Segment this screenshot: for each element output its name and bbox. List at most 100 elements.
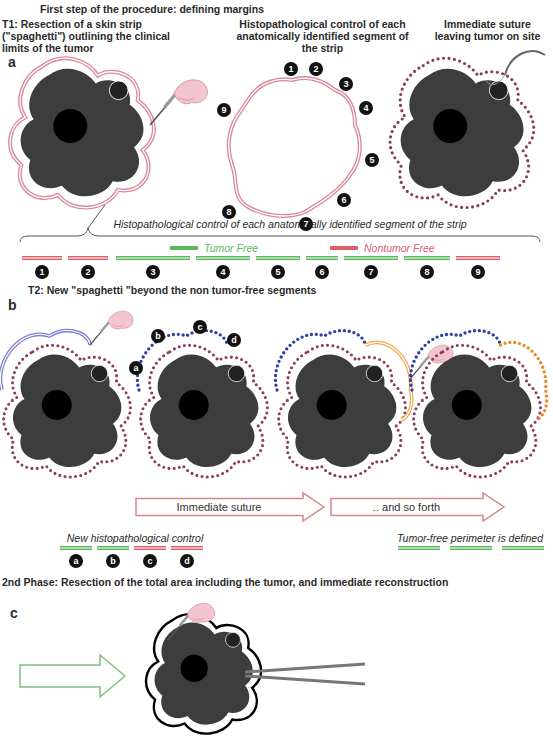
phase-arrow: [20, 655, 125, 697]
callout-text: a: [129, 361, 143, 375]
legend-swatch: [330, 246, 358, 250]
legend-item: Tumor Free: [170, 242, 258, 254]
callout-text: b: [106, 554, 120, 568]
callout-number: 3: [339, 77, 353, 91]
callout-number: 8: [222, 205, 236, 219]
callout-number: d: [180, 554, 194, 568]
pointer-line: [88, 205, 105, 228]
callout-text: d: [180, 554, 194, 568]
sutured-tumor: [390, 58, 534, 207]
brace: [20, 228, 540, 242]
forceps: [245, 664, 365, 672]
segment-bars: [58, 546, 546, 550]
step-heading: Histopathological control of each anatom…: [235, 18, 410, 54]
legend-text: Tumor Free: [204, 242, 258, 254]
callout-text: 5: [365, 153, 379, 167]
step-drawing: [137, 331, 267, 477]
callout-text: 3: [339, 77, 353, 91]
callout-number: 6: [337, 193, 351, 207]
arrow-shape: [136, 493, 324, 521]
note: Tumor-free perimeter is defined: [390, 532, 550, 544]
callout-text: 8: [222, 205, 236, 219]
callout-text: 6: [337, 193, 351, 207]
step-heading: T1: Resection of a skin strip ("spaghett…: [2, 18, 177, 54]
callout-number: 8: [420, 265, 434, 279]
callout-number: a: [69, 554, 83, 568]
callout-number: c: [193, 320, 207, 334]
legend-text: Nontumor Free: [364, 242, 435, 254]
suture-needle: [505, 51, 545, 75]
callout-number: 2: [81, 265, 95, 279]
callout-text: 9: [471, 265, 485, 279]
callout-text: 1: [284, 62, 298, 76]
callout-text: 7: [364, 265, 378, 279]
suture-line: [390, 58, 534, 207]
callout-number: 4: [359, 101, 373, 115]
step-drawing: [0, 331, 130, 477]
callout-text: d: [227, 333, 241, 347]
callout-number: 6: [315, 265, 329, 279]
panel-letter: a: [8, 55, 16, 70]
callout-number: 1: [284, 62, 298, 76]
arrow-text: Immediate suture: [135, 492, 303, 522]
note: New histopathological control: [40, 532, 230, 544]
skin-strip: [10, 58, 154, 207]
suture-thread: [485, 75, 505, 85]
step-heading: 2nd Phase: Resection of the total area i…: [2, 576, 522, 588]
arrow-text: .. and so forth: [330, 492, 483, 522]
callout-text: b: [151, 329, 165, 343]
step-drawing: [275, 331, 411, 477]
callout-text: a: [69, 554, 83, 568]
diagram-title: First step of the procedure: defining ma…: [40, 3, 520, 15]
panel-letter: b: [8, 298, 17, 313]
step-heading: T2: New "spaghetti "beyond the non tumor…: [28, 284, 448, 296]
callout-text: 9: [217, 103, 231, 117]
tumor-with-strip: [10, 58, 154, 207]
callout-number: 7: [364, 265, 378, 279]
callout-text: 2: [309, 62, 323, 76]
callout-number: 4: [216, 265, 230, 279]
scalpel-hand: [90, 311, 133, 345]
callout-text: 7: [299, 217, 313, 231]
callout-number: c: [143, 554, 157, 568]
scalpel-hand: [150, 80, 207, 125]
callout-number: b: [106, 554, 120, 568]
callout-number: 2: [309, 62, 323, 76]
forceps: [245, 676, 365, 684]
callout-number: d: [227, 333, 241, 347]
excised-strip: [229, 78, 360, 216]
final-excision: [146, 614, 261, 733]
callout-number: 9: [471, 265, 485, 279]
callout-text: 1: [35, 265, 49, 279]
callout-number: 5: [271, 265, 285, 279]
note: Histopathological control of each anatom…: [40, 218, 540, 230]
callout-number: 9: [217, 103, 231, 117]
callout-number: 3: [146, 265, 160, 279]
callout-text: 4: [359, 101, 373, 115]
segment-bars: [20, 256, 502, 260]
panel-letter: c: [10, 606, 18, 621]
tumor: [401, 69, 524, 197]
arrow-shape: [331, 493, 504, 521]
callout-number: 5: [365, 153, 379, 167]
skin-strip-gap: [10, 58, 154, 207]
callout-number: 1: [35, 265, 49, 279]
legend-item: Nontumor Free: [330, 242, 435, 254]
excised-strip-gap: [229, 78, 360, 216]
callout-text: 6: [315, 265, 329, 279]
callout-text: c: [193, 320, 207, 334]
step-drawing: [410, 331, 546, 477]
flow-arrow: Immediate suture: [135, 492, 325, 522]
legend-swatch: [170, 246, 198, 250]
step-heading: Immediate suture leaving tumor on site: [425, 18, 550, 42]
callout-text: 5: [271, 265, 285, 279]
callout-number: b: [151, 329, 165, 343]
scalpel-hand: [168, 603, 215, 640]
callout-text: 4: [216, 265, 230, 279]
callout-number: 7: [299, 217, 313, 231]
callout-number: a: [129, 361, 143, 375]
callout-text: c: [143, 554, 157, 568]
callout-text: 3: [146, 265, 160, 279]
